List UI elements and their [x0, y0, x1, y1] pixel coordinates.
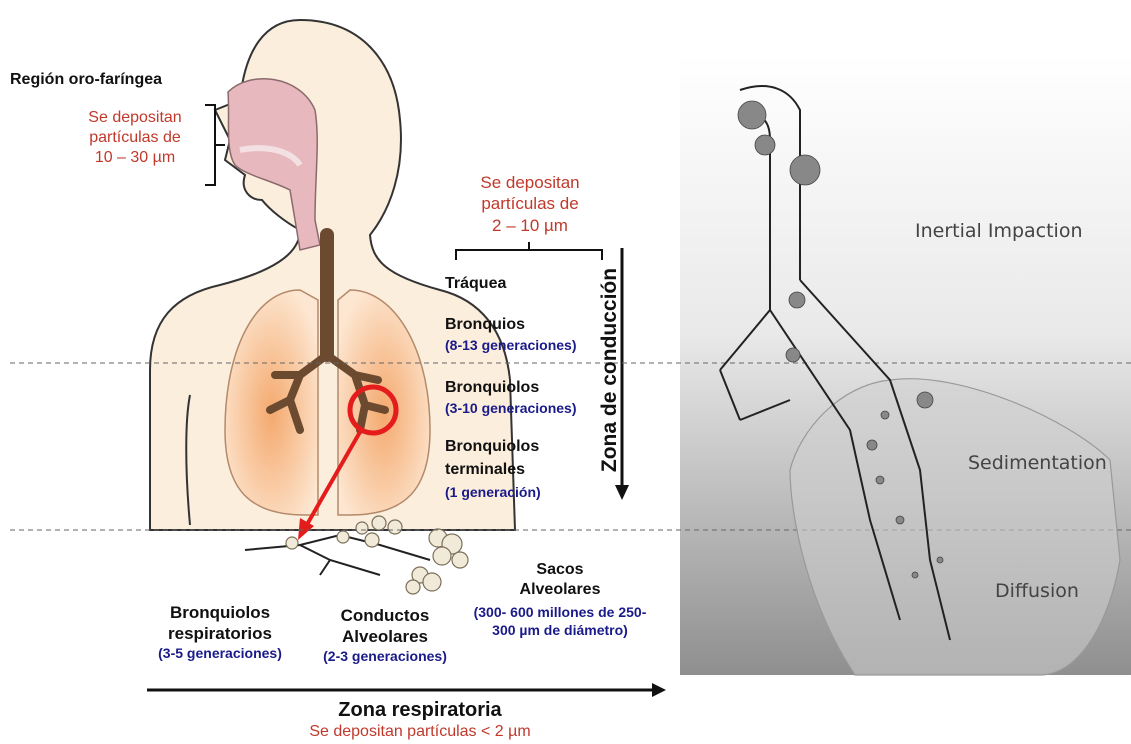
bronquiolos-terminales-label-2: terminales: [445, 460, 525, 480]
cond-dep-line-2: partículas de: [440, 193, 620, 214]
bronquios-label: Bronquios: [445, 315, 525, 335]
nasal-cavity-icon: [228, 79, 320, 250]
sedimentation-label: Sedimentation: [968, 452, 1107, 474]
oro-dep-line-1: Se depositan: [55, 108, 215, 128]
conduction-deposition-text: Se depositan partículas de 2 – 10 µm: [440, 172, 620, 236]
bronquiolos-terminales-generations: (1 generación): [445, 484, 541, 502]
oro-deposition-text: Se depositan partículas de 10 – 30 µm: [55, 108, 215, 168]
conductos-line-2: Alveolares: [300, 626, 470, 647]
inertial-impaction-label: Inertial Impaction: [915, 220, 1083, 242]
bronquiolos-generations: (3-10 generaciones): [445, 400, 577, 418]
traquea-label: Tráquea: [445, 274, 506, 294]
cond-dep-line-3: 2 – 10 µm: [440, 215, 620, 236]
bronquios-generations: (8-13 generaciones): [445, 337, 577, 355]
zona-respiratoria-label: Zona respiratoria: [245, 698, 595, 723]
bronquiolos-resp-block: Bronquiolos respiratorios (3-5 generacio…: [140, 602, 300, 662]
oro-dep-line-3: 10 – 30 µm: [55, 148, 215, 168]
bronq-resp-line-1: Bronquiolos: [140, 602, 300, 623]
conductos-line-1: Conductos: [300, 605, 470, 626]
sacos-block: Sacos Alveolares (300- 600 millones de 2…: [445, 560, 675, 639]
bronq-resp-gen: (3-5 generaciones): [140, 645, 300, 663]
cond-dep-line-1: Se depositan: [440, 172, 620, 193]
respiratory-deposition-text: Se depositan partículas < 2 µm: [245, 722, 595, 742]
diffusion-label: Diffusion: [995, 580, 1079, 602]
oro-title: Región oro-faríngea: [10, 70, 162, 90]
conduction-bracket: [456, 242, 602, 260]
bronquiolos-label: Bronquiolos: [445, 378, 539, 398]
sacos-line-1: Sacos: [445, 560, 675, 580]
sacos-line-2: Alveolares: [445, 580, 675, 600]
bronquiolos-terminales-label-1: Bronquiolos: [445, 437, 539, 457]
oro-dep-line-2: partículas de: [55, 128, 215, 148]
conductos-block: Conductos Alveolares (2-3 generaciones): [300, 605, 470, 665]
zona-conduccion-label: Zona de conducción: [590, 250, 630, 490]
sacos-gen-line-2: 300 µm de diámetro): [445, 622, 675, 640]
respiratory-arrow: [147, 683, 666, 697]
conductos-gen: (2-3 generaciones): [300, 648, 470, 666]
sacos-gen-line-1: (300- 600 millones de 250-: [445, 604, 675, 622]
bronq-resp-line-2: respiratorios: [140, 623, 300, 644]
